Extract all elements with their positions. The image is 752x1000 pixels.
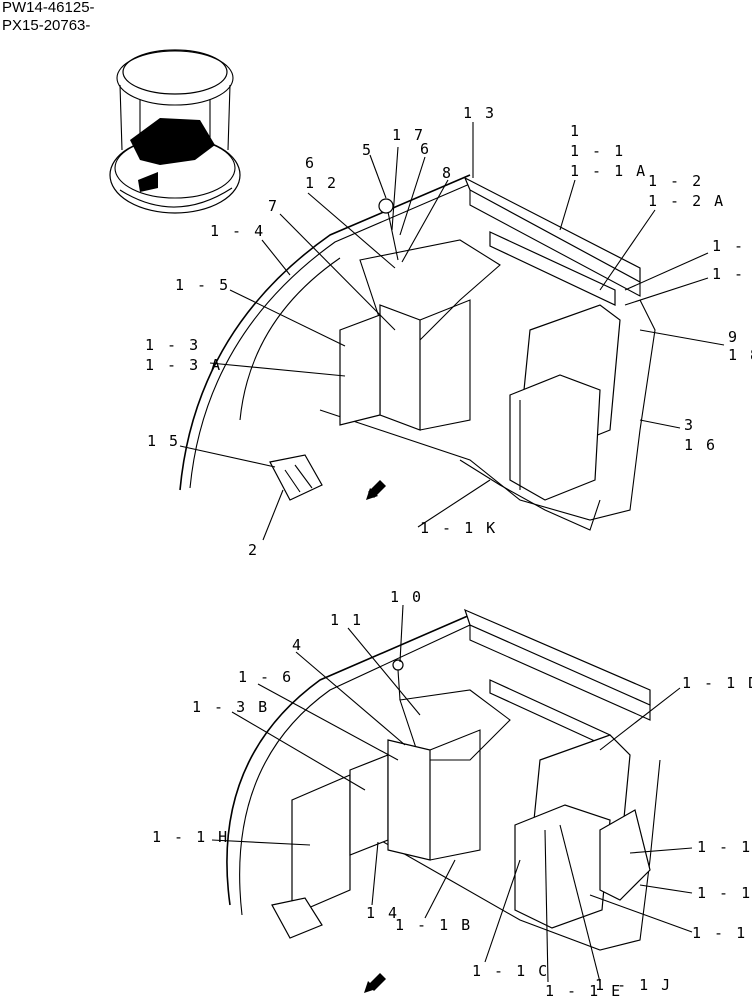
upper-assembly [179, 174, 656, 531]
callout-1: 1 [570, 122, 581, 140]
serial-number-bottom: PX15-20763- [2, 17, 91, 34]
callout-1-1C: 1 - 1 C [472, 962, 549, 980]
callout-1-right-c: 1 8 [728, 346, 752, 364]
callout-1-right-a: 1 - [712, 237, 745, 255]
serial-number-top: PW14-46125- [2, 0, 95, 16]
callout-16: 1 6 [684, 436, 717, 454]
callout-1-2A: 1 - 2 A [648, 192, 725, 210]
callout-5: 5 [362, 141, 373, 159]
callout-1-1K: 1 - 1 K [420, 519, 497, 537]
callout-11: 1 1 [330, 611, 363, 629]
lower-labels: 1 0 1 1 4 1 - 6 1 - 3 B 1 - 1 H 1 4 1 - … [152, 588, 752, 1000]
callout-6b: 6 [420, 140, 431, 158]
callout-2: 2 [248, 541, 259, 559]
callout-1-2: 1 - 2 [648, 172, 703, 190]
callout-3: 3 [684, 416, 695, 434]
callout-13: 1 3 [463, 104, 496, 122]
callout-1-1-r1: 1 - 1 [697, 838, 752, 856]
callout-9: 9 [728, 328, 739, 346]
callout-1-4: 1 - 4 [210, 222, 265, 240]
callout-4: 4 [292, 636, 303, 654]
callout-1-1: 1 - 1 [570, 142, 625, 160]
upper-labels: 1 3 1 1 - 1 1 - 1 A 1 - 2 1 - 2 A 1 7 6 … [145, 104, 752, 559]
cab-thumbnail [109, 49, 241, 214]
callout-1-1-r3: 1 - 1 [692, 924, 747, 942]
callout-1-1-r2: 1 - 1 [697, 884, 752, 902]
callout-17: 1 7 [392, 126, 425, 144]
callout-1-1B: 1 - 1 B [395, 916, 472, 934]
callout-12: 1 2 [305, 174, 338, 192]
callout-14: 1 4 [366, 904, 399, 922]
callout-1-5: 1 - 5 [175, 276, 230, 294]
callout-1-1J: 1 - 1 J [595, 976, 672, 994]
callout-8: 8 [442, 164, 453, 182]
callout-6a: 6 [305, 154, 316, 172]
lower-assembly [226, 608, 661, 993]
callout-1-1A: 1 - 1 A [570, 162, 647, 180]
callout-1-6: 1 - 6 [238, 668, 293, 686]
lower-leader-lines [211, 604, 693, 983]
callout-15: 1 5 [147, 432, 180, 450]
callout-1-3A: 1 - 3 A [145, 356, 222, 374]
callout-1-1E: 1 - 1 E [545, 982, 622, 1000]
callout-1-1D: 1 - 1 D [682, 674, 752, 692]
callout-1-3: 1 - 3 [145, 336, 200, 354]
callout-1-3B: 1 - 3 B [192, 698, 269, 716]
callout-10: 1 0 [390, 588, 423, 606]
callout-1-right-b: 1 - [712, 265, 745, 283]
callout-7: 7 [268, 197, 279, 215]
callout-1-1H: 1 - 1 H [152, 828, 229, 846]
upper-leader-lines [179, 122, 725, 541]
